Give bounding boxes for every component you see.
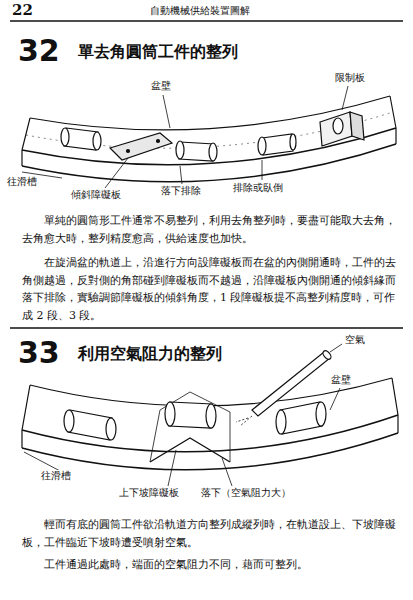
part-label: 往滑槽 <box>40 470 72 483</box>
body-paragraph: 工件通過此處時，端面的空氣阻力不同，藉而可整列。 <box>22 556 397 574</box>
page-number: 22 <box>12 1 33 20</box>
section-title: 利用空氣阻力的整列 <box>78 344 222 364</box>
part-label: 上下坡障礙板 <box>118 487 180 500</box>
body-paragraph: 輕而有底的圓筒工件欲沿軌道方向整列成縱列時，在軌道設上、下坡障礙板，工件臨近下坡… <box>22 516 397 551</box>
part-label: 盆壁 <box>330 374 352 387</box>
body-paragraph: 在旋渦盆的軌道上，沿進行方向設障礙板而在盆的內側開通時，工件的去角側越過，反對側… <box>22 254 397 324</box>
section-number: 32 <box>18 32 60 70</box>
section-number: 33 <box>18 334 60 372</box>
part-label: 落下（空氣阻力大） <box>200 487 292 500</box>
part-label: 排除或臥倒 <box>232 182 284 195</box>
part-label: 往滑槽 <box>6 176 38 189</box>
running-header: 自動機械供給裝置圖解 <box>150 5 250 18</box>
part-label: 落下排除 <box>160 185 202 198</box>
part-label: 空氣 <box>344 334 366 347</box>
body-paragraph: 單純的圓筒形工件通常不易整列，利用去角整列時，要盡可能取大去角，去角愈大時，整列… <box>22 212 397 247</box>
part-label: 盆壁 <box>150 80 172 93</box>
part-label: 傾斜障礙板 <box>70 189 122 202</box>
part-label: 限制板 <box>334 72 366 85</box>
section-title: 單去角圓筒工件的整列 <box>78 42 238 62</box>
